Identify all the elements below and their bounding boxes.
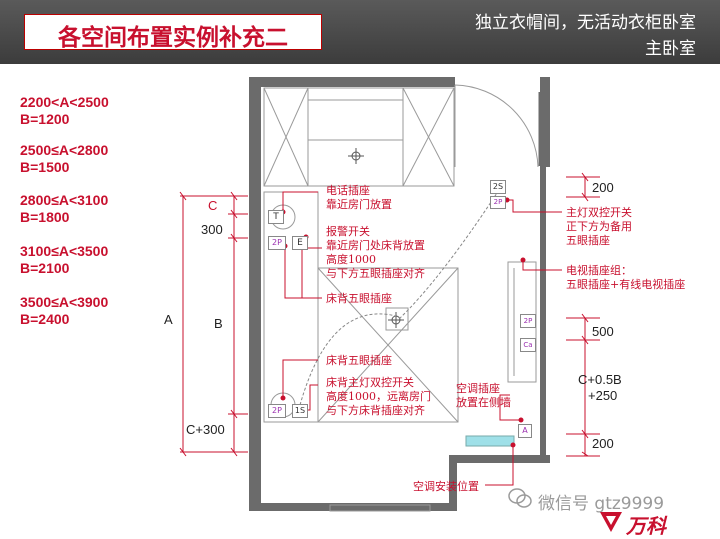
dim-c-half-b: C+0.5B xyxy=(578,372,622,387)
bed-socket-symbol-top: 2P xyxy=(268,236,286,250)
door-socket-symbol: 2P xyxy=(490,196,506,209)
wall-bottom xyxy=(249,503,457,511)
wall-step-vertical xyxy=(449,455,457,511)
window xyxy=(329,504,431,512)
vanke-logo-icon xyxy=(600,512,622,532)
dim-500: 500 xyxy=(592,324,614,339)
bed-socket-symbol-bottom: 2P xyxy=(268,404,286,418)
closet xyxy=(263,87,455,187)
leader-lines xyxy=(282,191,562,486)
main-light-switch-symbol: 2S xyxy=(490,180,506,194)
wall-right-upper xyxy=(540,77,550,167)
subtitle-line-1: 独立衣帽间，无活动衣柜卧室 xyxy=(475,13,696,33)
dimension-lines-right xyxy=(566,172,600,457)
wall-step xyxy=(449,455,550,463)
bed-light-switch-symbol: 1S xyxy=(292,404,308,418)
dimension-lines-left xyxy=(179,191,248,457)
header-bar: 各空间布置实例补充二 独立衣帽间，无活动衣柜卧室 主卧室 xyxy=(0,0,720,64)
anno-phone: 电话插座靠近房门放置 xyxy=(326,184,392,211)
tv-socket-symbol: 2P xyxy=(520,314,536,328)
anno-ac-socket: 空调插座放置在侧墙 xyxy=(456,382,511,409)
alarm-switch-symbol: E xyxy=(292,236,308,250)
wall-left xyxy=(249,77,261,511)
anno-main-switch: 主灯双控开关正下方为备用五眼插座 xyxy=(566,206,632,247)
dim-b: B xyxy=(214,316,223,331)
watermark: 微信号 gtz9999 xyxy=(538,494,665,514)
title-box: 各空间布置实例补充二 xyxy=(24,14,322,51)
phone-socket-symbol: T xyxy=(268,210,284,224)
page-title: 各空间布置实例补充二 xyxy=(58,24,288,51)
anno-ac-position: 空调安装位置 xyxy=(413,480,479,493)
dim-200-bottom: 200 xyxy=(592,436,614,451)
anno-bed-socket-bottom: 床背五眼插座 xyxy=(326,354,392,367)
wiring xyxy=(299,189,500,406)
dim-c-plus-300: C+300 xyxy=(186,422,225,437)
diagram-area xyxy=(0,64,720,539)
subtitle-line-2: 主卧室 xyxy=(645,39,696,59)
door xyxy=(454,84,542,168)
wall-right-lower xyxy=(540,166,546,460)
wechat-icon xyxy=(508,488,532,508)
walls xyxy=(249,77,550,511)
dim-a: A xyxy=(164,312,173,327)
dim-c: C xyxy=(208,198,218,213)
cable-tv-socket-symbol: Ca xyxy=(520,338,536,352)
dim-plus-250: +250 xyxy=(588,388,618,403)
anno-bed-light-switch: 床背主灯双控开关高度1000，远离房门与下方床背插座对齐 xyxy=(326,376,431,417)
anno-tv-sockets: 电视插座组：五眼插座+有线电视插座 xyxy=(566,264,686,291)
dim-200-top: 200 xyxy=(592,180,614,195)
dim-300: 300 xyxy=(201,222,223,237)
anno-bed-socket-top: 床背五眼插座 xyxy=(326,292,392,305)
vanke-logo: 万科 xyxy=(626,516,666,538)
ac-unit xyxy=(465,435,515,447)
wall-top-left xyxy=(249,77,455,87)
ac-socket-symbol: A xyxy=(518,424,532,438)
